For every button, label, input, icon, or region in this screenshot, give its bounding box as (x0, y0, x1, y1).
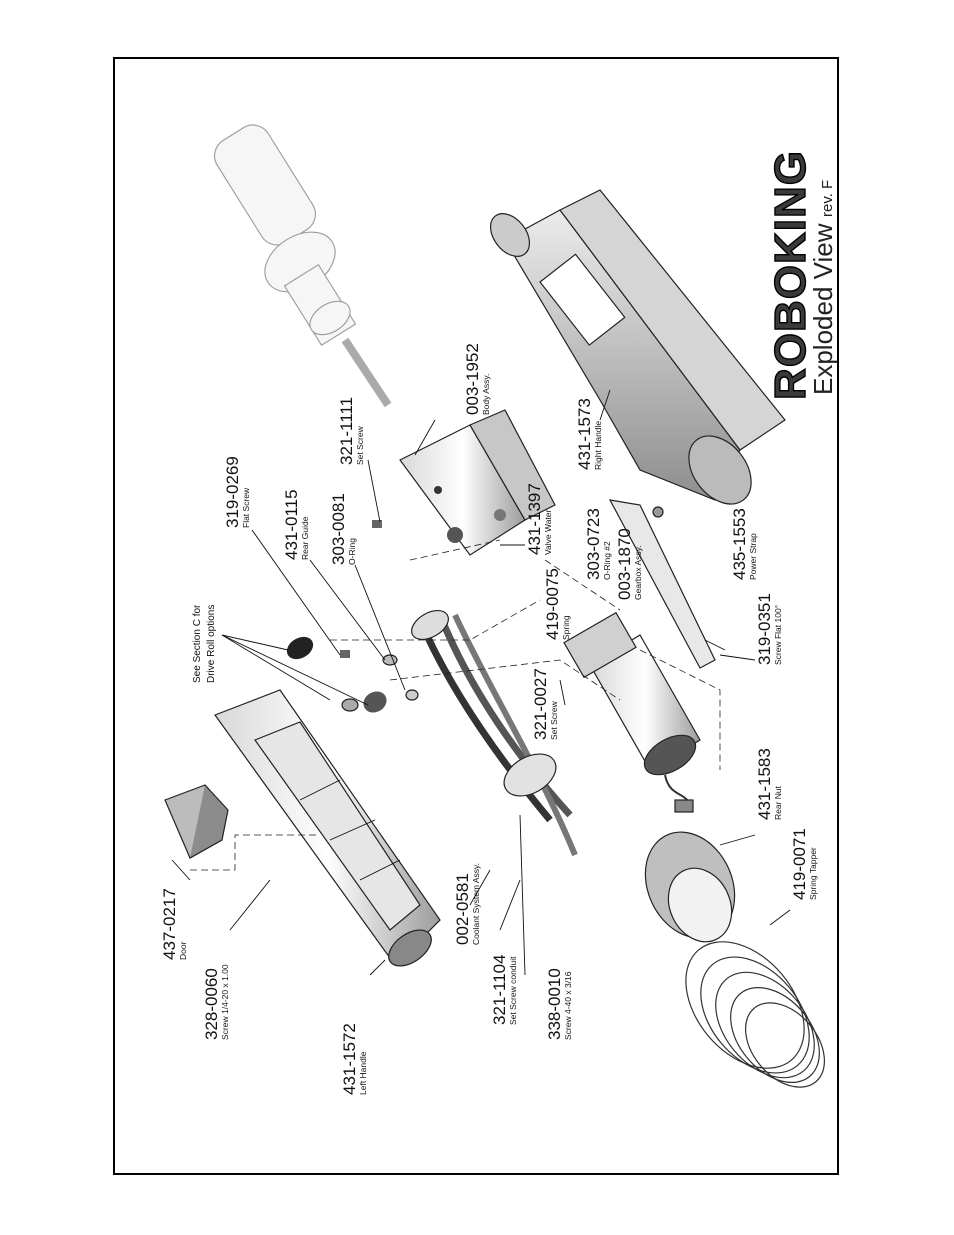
torch-illustration (214, 124, 392, 408)
part-label: 303-0723 O-Ring #2 (584, 508, 612, 580)
part-label: 303-0081 O-Ring (329, 493, 357, 565)
title-block: ROBOKING (765, 149, 815, 400)
svg-text:431-1583: 431-1583 (755, 748, 774, 820)
svg-text:321-1111: 321-1111 (337, 397, 356, 465)
leader-lines (171, 389, 791, 976)
gearbox-assy-illustration (563, 611, 701, 813)
svg-text:Screw 4-40 x 3/16: Screw 4-40 x 3/16 (563, 971, 573, 1040)
svg-text:Left Handle: Left Handle (358, 1051, 368, 1095)
door-illustration (164, 784, 229, 859)
left-handle-illustration (214, 689, 441, 967)
svg-text:431-0115: 431-0115 (282, 489, 301, 560)
svg-text:Door: Door (178, 941, 188, 960)
part-label: 431-1583 Rear Nut (755, 748, 783, 820)
svg-text:431-1397: 431-1397 (525, 483, 544, 555)
rear-nut-illustration (644, 831, 736, 943)
spring-tapper-illustration (685, 941, 826, 1088)
part-label: 003-1952 Body Assy. (463, 343, 491, 415)
svg-text:Screw 1/4-20 x 1.00: Screw 1/4-20 x 1.00 (220, 964, 230, 1040)
svg-text:See Section C for: See Section C for (192, 604, 203, 683)
svg-text:Rear Guide: Rear Guide (300, 516, 310, 560)
svg-text:Rear Nut: Rear Nut (773, 785, 783, 820)
part-label: 321-1111 Set Screw (337, 397, 365, 465)
svg-text:Spring: Spring (561, 615, 571, 640)
assembly-lines (190, 539, 721, 871)
body-assy-illustration (399, 409, 556, 556)
part-label: 003-1870 Gearbox Assy. (615, 528, 643, 600)
brand-title: ROBOKING (766, 150, 815, 400)
svg-text:321-1104: 321-1104 (490, 954, 509, 1025)
subtitle-block: Exploded View rev. F (808, 180, 838, 395)
svg-text:431-1572: 431-1572 (340, 1023, 359, 1095)
part-label: 419-0075 Spring (543, 568, 571, 640)
part-labels: 437-0217 Door 328-0060 Screw 1/4-20 x 1.… (160, 343, 818, 1095)
svg-text:O-Ring: O-Ring (347, 538, 357, 565)
svg-text:Body Assy.: Body Assy. (481, 374, 491, 415)
svg-text:Set Screw conduit: Set Screw conduit (508, 956, 518, 1025)
svg-text:002-0581: 002-0581 (453, 873, 472, 945)
part-label: 437-0217 Door (160, 888, 188, 960)
svg-text:437-0217: 437-0217 (160, 888, 179, 960)
right-handle-illustration (489, 189, 786, 505)
svg-text:319-0269: 319-0269 (223, 456, 242, 528)
svg-text:Set Screw: Set Screw (355, 425, 365, 465)
svg-text:303-0723: 303-0723 (584, 508, 603, 580)
part-label: 321-0027 Set Screw (531, 668, 559, 740)
svg-text:Valve Water: Valve Water (543, 509, 553, 555)
svg-text:419-0071: 419-0071 (790, 828, 809, 900)
svg-text:Spring Tapper: Spring Tapper (808, 847, 818, 900)
svg-text:Screw Flat 100°: Screw Flat 100° (773, 605, 783, 665)
part-label: 321-1104 Set Screw conduit (490, 954, 518, 1025)
view-subtitle: Exploded View (808, 223, 838, 395)
part-label: 338-0010 Screw 4-40 x 3/16 (545, 968, 573, 1040)
power-strap-illustration (608, 499, 716, 669)
coolant-system-illustration (411, 609, 578, 857)
revision-label: rev. F (819, 180, 836, 217)
part-label: 419-0071 Spring Tapper (790, 828, 818, 900)
drive-roll-note: See Section C for Drive Roll options (192, 604, 217, 683)
part-label: 328-0060 Screw 1/4-20 x 1.00 (202, 964, 230, 1040)
svg-text:319-0351: 319-0351 (755, 593, 774, 665)
part-label: 435-1553 Power Strap (730, 508, 758, 580)
svg-text:303-0081: 303-0081 (329, 493, 348, 565)
svg-text:Flat Screw: Flat Screw (241, 487, 251, 528)
svg-text:Drive Roll options: Drive Roll options (206, 605, 217, 683)
svg-text:431-1573: 431-1573 (575, 398, 594, 470)
svg-text:Set Screw: Set Screw (549, 700, 559, 740)
svg-text:Power Strap: Power Strap (748, 533, 758, 580)
part-label: 431-1573 Right Handle (575, 398, 603, 470)
svg-text:003-1952: 003-1952 (463, 343, 482, 415)
svg-text:338-0010: 338-0010 (545, 968, 564, 1040)
part-label: 431-1572 Left Handle (340, 1023, 368, 1095)
part-label: 431-1397 Valve Water (525, 483, 553, 555)
part-label: 319-0351 Screw Flat 100° (755, 593, 783, 665)
part-label: 319-0269 Flat Screw (223, 456, 251, 528)
svg-text:O-Ring #2: O-Ring #2 (602, 541, 612, 580)
svg-text:Right Handle: Right Handle (593, 421, 603, 470)
part-label: 431-0115 Rear Guide (282, 489, 310, 560)
drive-roll-illustration (286, 520, 419, 713)
svg-text:321-0027: 321-0027 (531, 668, 550, 740)
svg-text:419-0075: 419-0075 (543, 568, 562, 640)
page-frame (113, 57, 839, 1175)
svg-text:Coolant System Assy.: Coolant System Assy. (471, 863, 481, 945)
part-label: 002-0581 Coolant System Assy. (453, 863, 481, 945)
svg-text:Gearbox Assy.: Gearbox Assy. (633, 545, 643, 600)
svg-text:328-0060: 328-0060 (202, 968, 221, 1040)
svg-text:003-1870: 003-1870 (615, 528, 634, 600)
svg-text:435-1553: 435-1553 (730, 508, 749, 580)
